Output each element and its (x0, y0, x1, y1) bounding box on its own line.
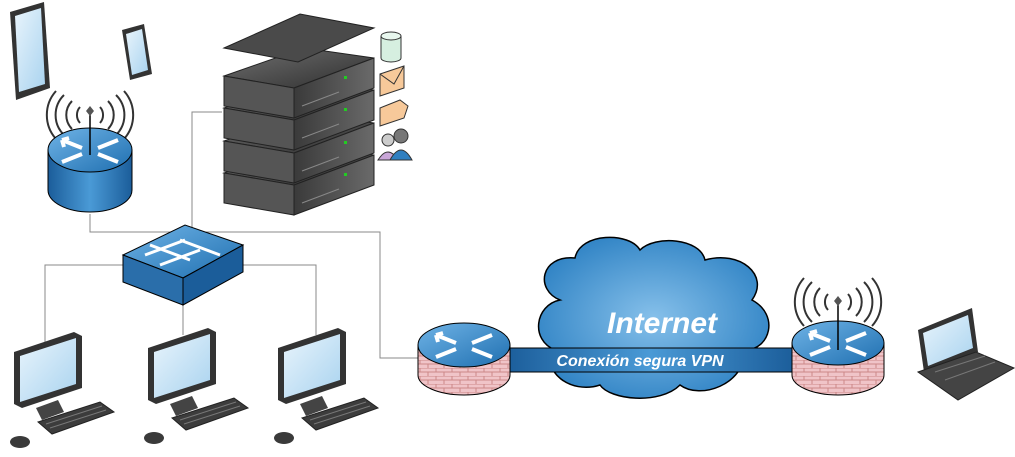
wireless-router-icon (45, 90, 135, 213)
database-icon (380, 31, 402, 63)
switch-icon (121, 224, 245, 306)
link-switch-pc3 (240, 264, 317, 335)
vpn-tunnel: Conexión segura VPN (504, 347, 796, 373)
firewall-router-icon (417, 322, 511, 396)
desktop-pc-icon (273, 327, 379, 445)
network-links (44, 111, 420, 359)
laptop-icon (916, 308, 1015, 401)
mail-icon (379, 65, 405, 97)
vpn-label: Conexión segura VPN (556, 353, 724, 370)
link-wifi-router-firewall (89, 214, 420, 359)
cloud-label: Internet (607, 307, 719, 340)
folder-icon (379, 99, 409, 127)
cloud-icon: Internet (538, 236, 770, 399)
tablet-icon (122, 24, 152, 80)
wireless-firewall-router-icon (791, 277, 885, 396)
link-server-switch (191, 111, 222, 228)
tablet-icon (10, 2, 50, 100)
link-switch-pc1 (44, 264, 125, 345)
users-icon (377, 128, 413, 161)
desktop-pc-icon (9, 331, 115, 449)
server-rack-icon (222, 13, 376, 216)
desktop-pc-icon (143, 327, 249, 445)
